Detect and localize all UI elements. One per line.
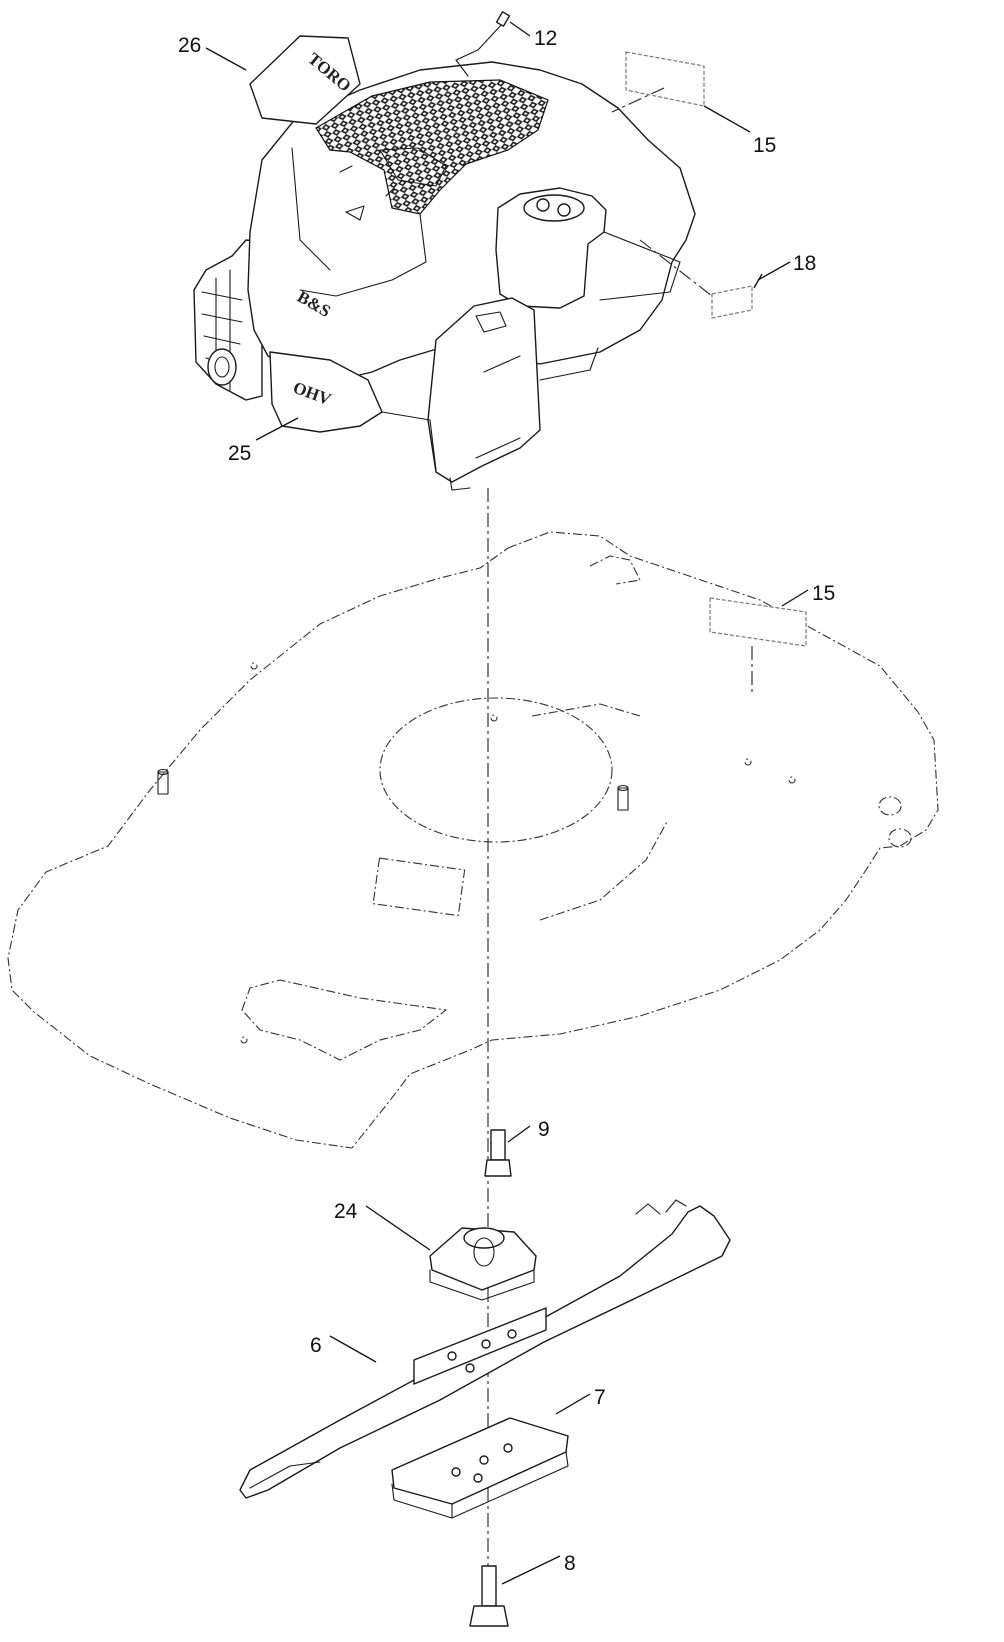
cap-icon-left [536, 198, 550, 212]
leader-9 [507, 1125, 531, 1143]
spark-plug-boot [495, 11, 511, 27]
leader-18b [757, 261, 791, 281]
callout-7: 7 [594, 1386, 606, 1409]
deck-wheel-hole-1 [878, 796, 902, 816]
deck-bolt-hole [490, 714, 498, 722]
deck-inner-rib [531, 703, 641, 717]
deck-motor-opening [379, 697, 613, 843]
starter-handle-cup [207, 348, 237, 386]
decal-15-top [625, 51, 705, 107]
spark-plug-wire [455, 23, 503, 77]
blade-bolt [469, 1565, 509, 1627]
leader-8 [501, 1555, 561, 1585]
callout-15-deck: 15 [812, 582, 835, 605]
leader-15-deck [781, 589, 809, 607]
fuel-tank [495, 187, 607, 309]
callout-24: 24 [334, 1200, 358, 1223]
mower-deck [7, 531, 939, 1149]
mower-blade [239, 1199, 731, 1499]
deck-bolt-hole [250, 662, 258, 670]
muffler-guard [427, 297, 541, 483]
leader-6 [329, 1335, 377, 1363]
air-intake-grille [315, 79, 549, 215]
leader-25 [255, 417, 299, 441]
deck-vent-panel [372, 857, 466, 917]
leader-18 [753, 273, 763, 289]
callout-6: 6 [310, 1334, 322, 1357]
engine-assembly: B&S OHV [193, 11, 696, 491]
callout-12: 12 [534, 27, 557, 50]
brand-decal-hexagon [249, 35, 361, 125]
callout-8: 8 [564, 1552, 576, 1575]
deck-bolt-hole [240, 1036, 248, 1044]
callout-9: 9 [538, 1118, 550, 1141]
deck-mount-post-left [157, 768, 169, 795]
leader-7 [555, 1393, 591, 1415]
deck-wheel-hole-2 [888, 828, 912, 848]
fuel-cap [523, 194, 585, 222]
adapter-bolt [484, 1129, 512, 1177]
blade-stiffener [391, 1417, 569, 1519]
engine-base [269, 351, 383, 433]
cap-icon-right [557, 203, 571, 217]
decal-15-deck [709, 597, 807, 647]
deck-rear-flap [241, 979, 447, 1061]
deck-chute-ramp [589, 555, 641, 585]
decal-18 [711, 285, 753, 319]
callout-26: 26 [178, 34, 201, 57]
leader-24 [365, 1205, 431, 1251]
callout-18: 18 [793, 252, 816, 275]
deck-bolt-hole [744, 758, 752, 766]
deck-mount-post-right [617, 784, 629, 811]
blade-adapter [429, 1227, 537, 1301]
blade-center-plate [413, 1307, 547, 1385]
deck-bolt-hole [788, 776, 796, 784]
callout-25: 25 [228, 442, 251, 465]
leader-26 [205, 47, 247, 71]
leader-12 [509, 21, 531, 37]
callout-15-top: 15 [753, 134, 776, 157]
leader-15-top [703, 105, 751, 133]
deck-inner-arc [539, 819, 669, 921]
